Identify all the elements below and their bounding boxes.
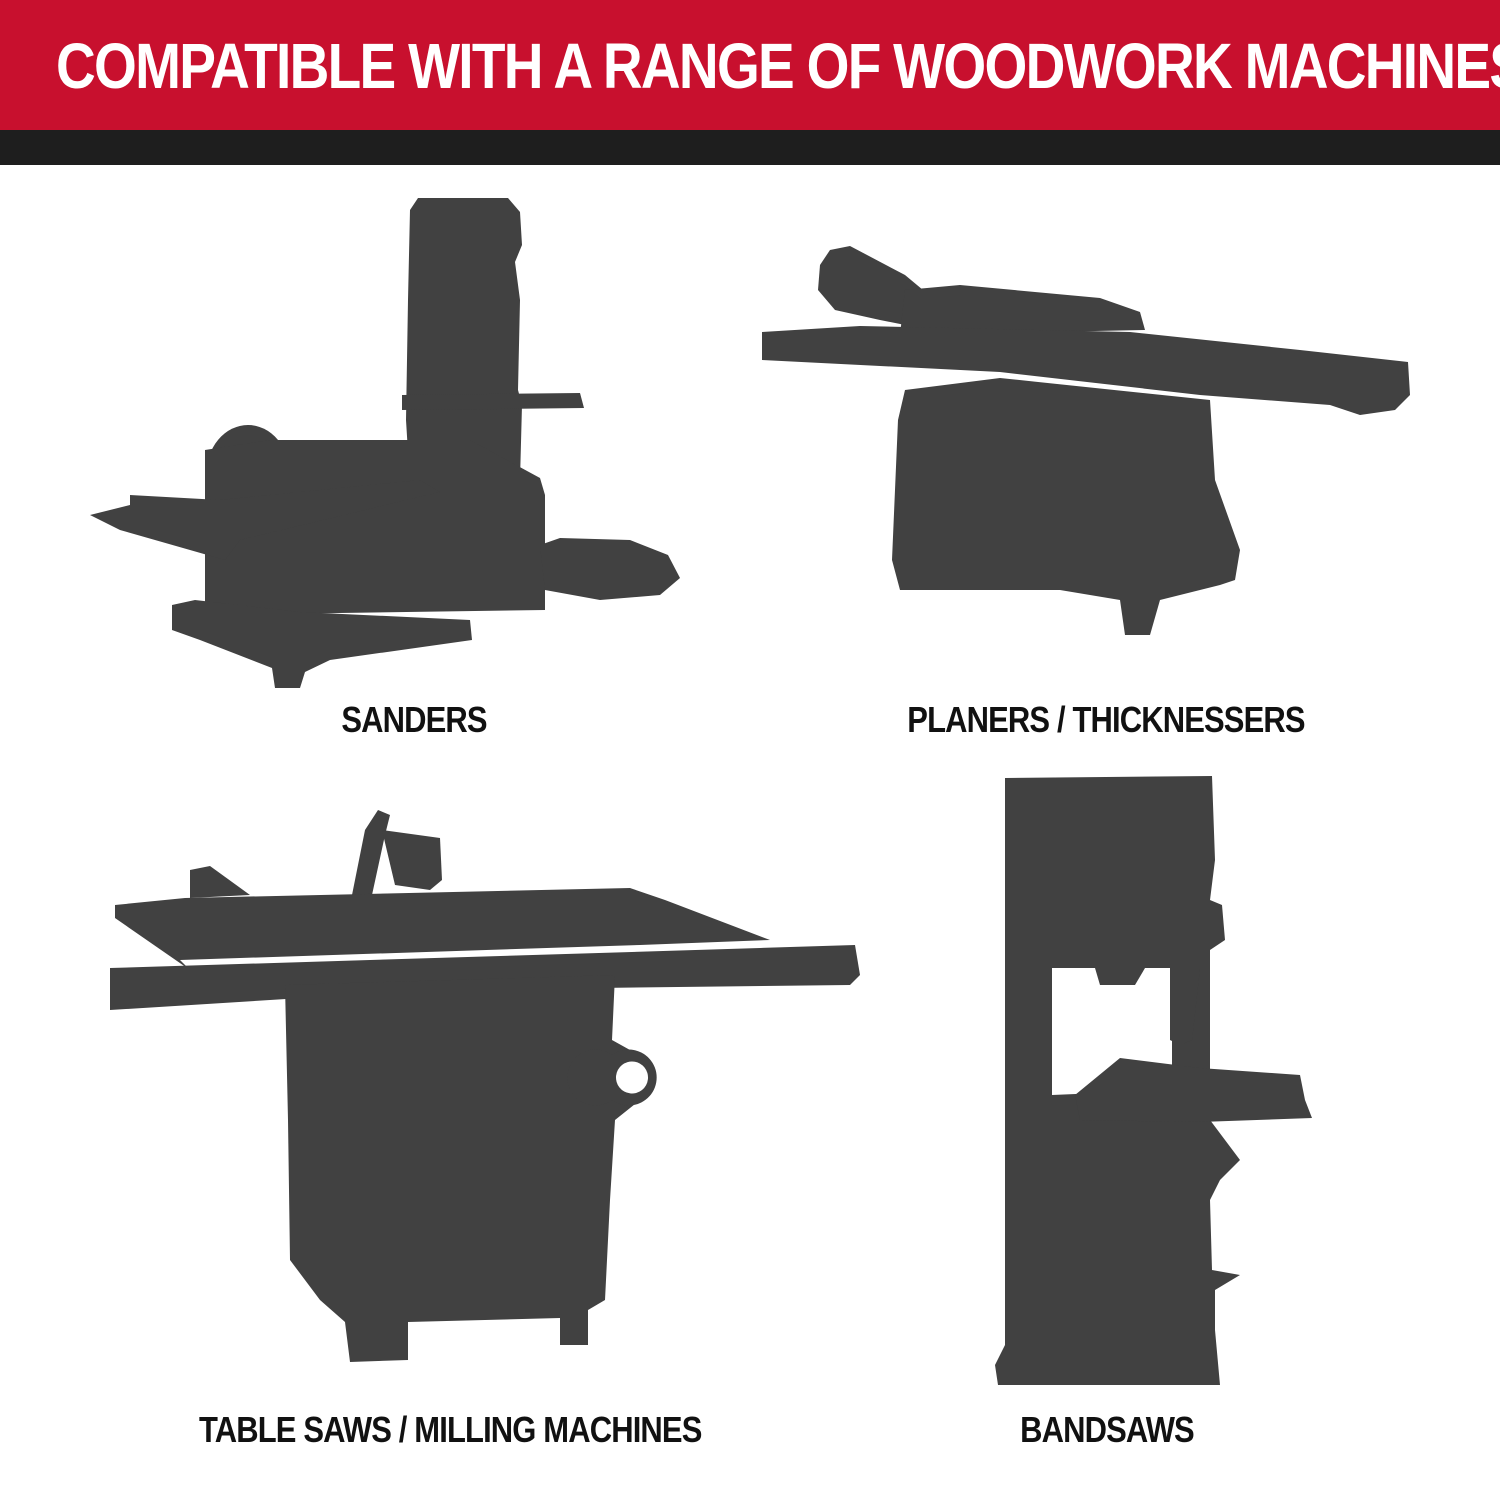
machine-label-sanders: SANDERS — [341, 699, 487, 740]
bandsaw-silhouette — [990, 770, 1320, 1390]
sander-icon — [90, 198, 680, 688]
header-stripe — [0, 130, 1500, 165]
header-banner: COMPATIBLE WITH A RANGE OF WOODWORK MACH… — [0, 0, 1500, 130]
machine-label-table-saws: TABLE SAWS / MILLING MACHINES — [199, 1409, 702, 1450]
sander-silhouette — [85, 195, 685, 695]
table-saw-icon — [110, 810, 860, 1362]
bandsaw-icon — [995, 776, 1312, 1385]
table-saw-silhouette — [105, 805, 865, 1375]
machine-label-bandsaws: BANDSAWS — [1020, 1409, 1195, 1450]
banner-title: COMPATIBLE WITH A RANGE OF WOODWORK MACH… — [56, 30, 1500, 102]
planer-silhouette — [755, 240, 1420, 640]
planer-icon — [762, 246, 1410, 635]
machine-label-planers-thicknessers: PLANERS / THICKNESSERS — [907, 699, 1305, 740]
